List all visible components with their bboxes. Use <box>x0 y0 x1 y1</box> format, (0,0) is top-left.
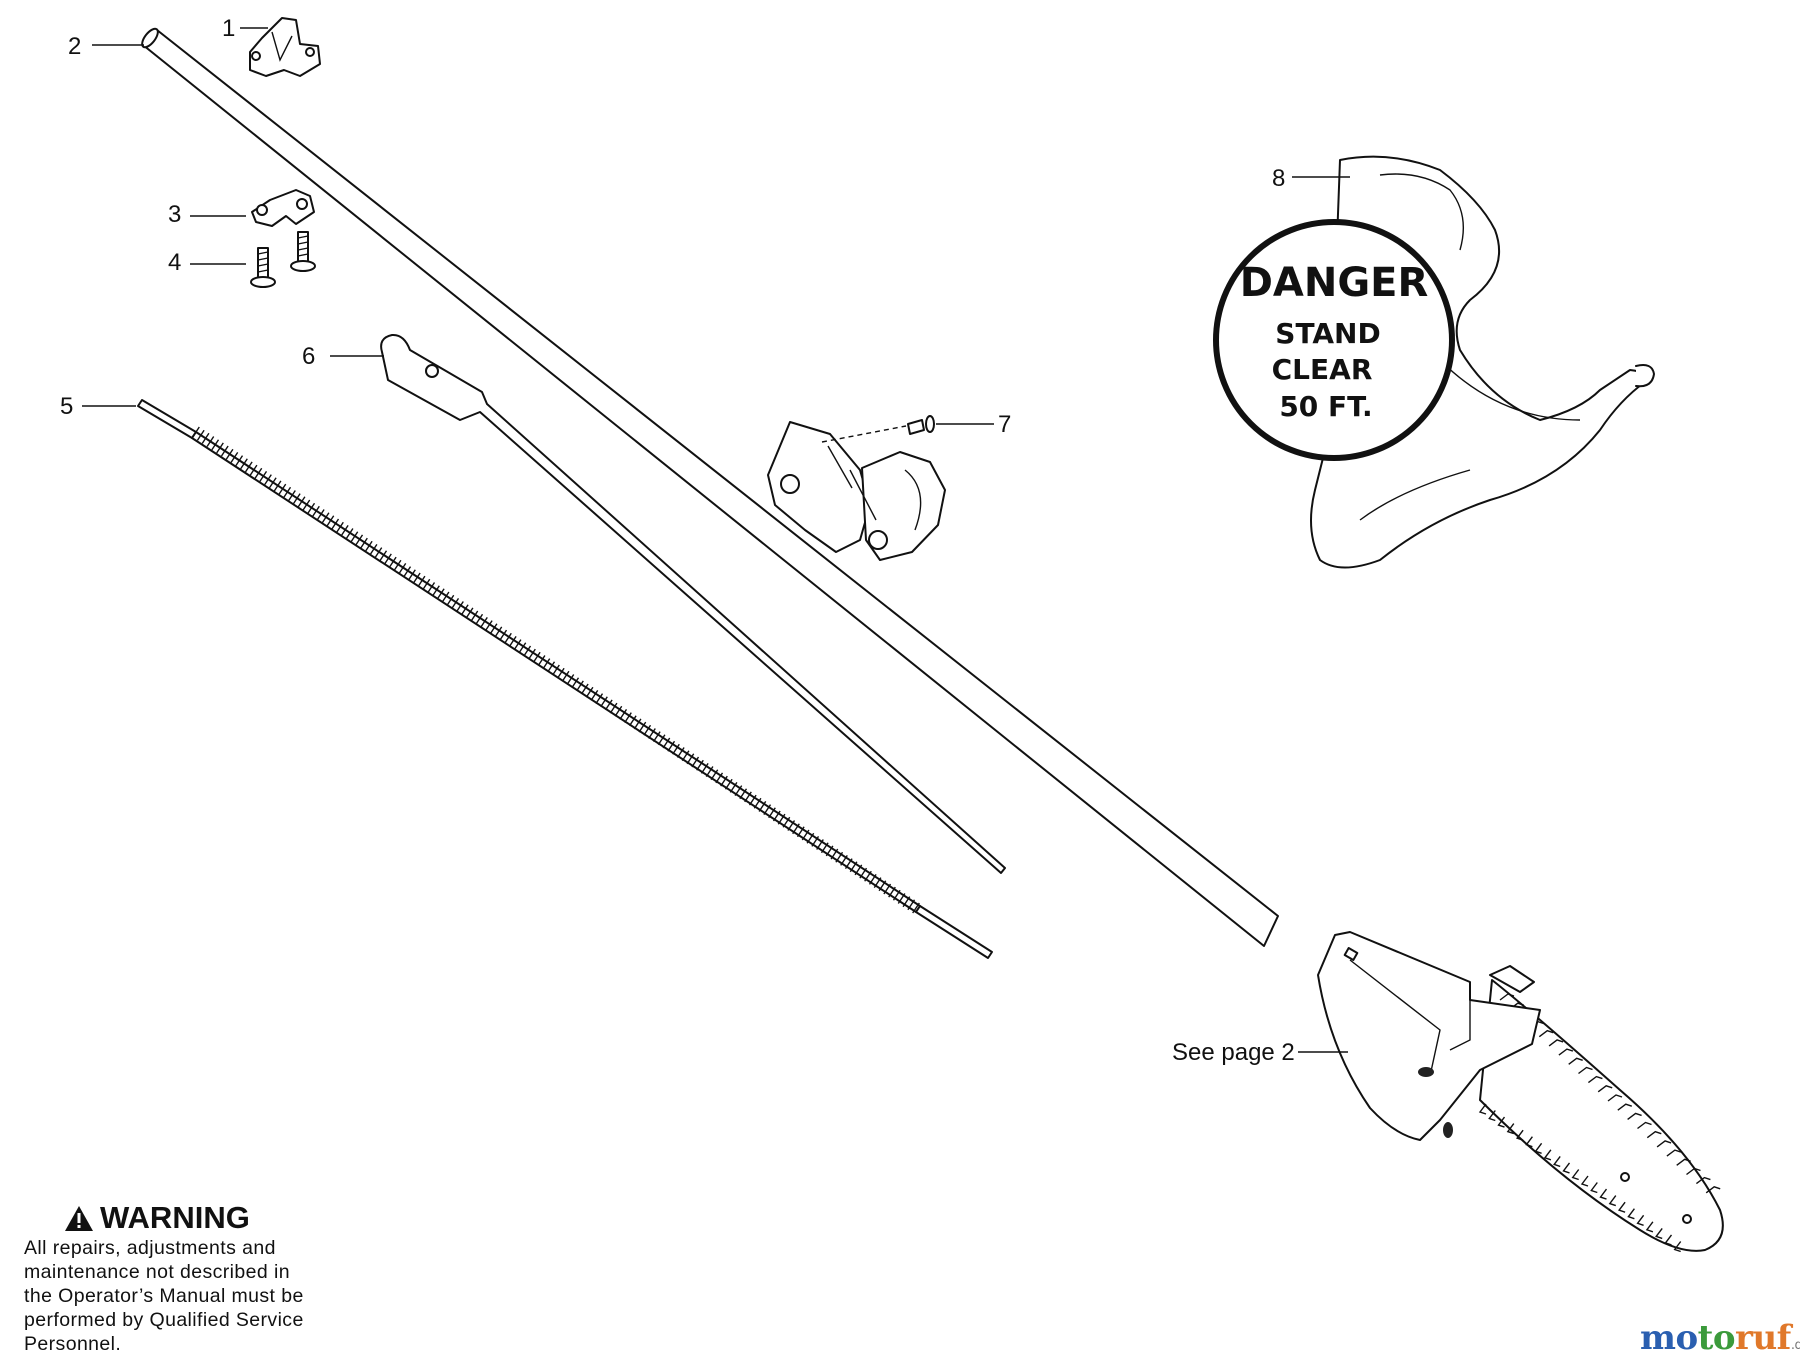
drive-shaft-part <box>380 333 1006 874</box>
warning-notice: WARNING All repairs, adjustments and mai… <box>24 1202 364 1356</box>
screw-7-part <box>821 415 935 443</box>
logo-mid: to <box>1697 1318 1736 1358</box>
danger-title: DANGER <box>1240 260 1429 306</box>
danger-line-1: STAND <box>1275 317 1380 350</box>
warning-triangle-icon <box>65 1205 93 1231</box>
warning-line: maintenance not described in <box>24 1261 290 1283</box>
screws-part <box>250 231 316 288</box>
callout-8: 8 <box>1272 165 1285 192</box>
danger-line-2: CLEAR <box>1272 353 1373 386</box>
warning-line: All repairs, adjustments and <box>24 1237 276 1259</box>
logo-prefix: mo <box>1640 1318 1698 1358</box>
warning-line: the Operator’s Manual must be <box>24 1285 304 1307</box>
callout-5: 5 <box>60 393 73 420</box>
drive-tube-part <box>141 27 1279 947</box>
warning-line: Personnel. <box>24 1333 122 1355</box>
coupling-clamp-part <box>767 421 946 561</box>
warning-line: performed by Qualified Service <box>24 1309 304 1331</box>
callout-6: 6 <box>302 343 315 370</box>
logo-tld: .de <box>1790 1338 1800 1353</box>
chainsaw-head-part <box>1317 931 1724 1253</box>
see-page-label: See page 2 <box>1172 1039 1295 1066</box>
logo-suffix: ruf <box>1735 1318 1791 1358</box>
motoruf-logo: motoruf.de <box>1640 1318 1800 1358</box>
callout-4: 4 <box>168 249 181 276</box>
flex-cable-part <box>137 399 993 959</box>
harness-strap-part <box>1213 155 1655 569</box>
callout-3: 3 <box>168 201 181 228</box>
callout-7: 7 <box>998 411 1011 438</box>
danger-tag <box>1213 219 1455 461</box>
callout-2: 2 <box>68 33 81 60</box>
warning-title: WARNING <box>100 1200 250 1235</box>
danger-line-3: 50 FT. <box>1279 390 1372 423</box>
callout-1: 1 <box>222 15 235 42</box>
clamp-top-part <box>249 17 321 77</box>
leader-lines <box>82 27 1350 1053</box>
clamp-bottom-part <box>251 189 315 227</box>
